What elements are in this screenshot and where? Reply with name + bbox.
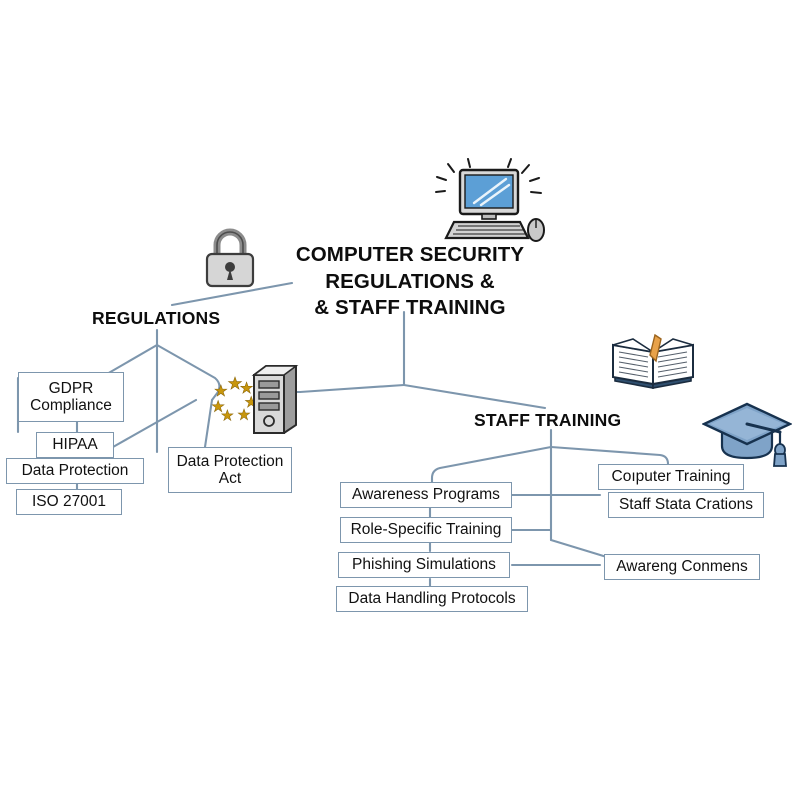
node-phishing-simulations-label: Phishing Simulations [352,556,496,574]
server-tower-icon [251,365,299,434]
node-data-protection-label: Data Protection [21,462,129,480]
node-awareng-conmens[interactable]: Awareng Conmens [604,554,760,580]
graduation-cap-icon [702,402,792,467]
node-dpa-line-2: Act [218,470,242,487]
open-book-icon [612,333,694,389]
node-data-protection-act[interactable]: Data Protection Act [168,447,292,493]
title-line-2: REGULATIONS & [325,269,495,293]
node-hipaa-label: HIPAA [52,436,98,454]
node-awareng-conmens-label: Awareng Conmens [616,558,748,576]
node-data-handling-protocols-label: Data Handling Protocols [348,590,516,608]
node-data-protection[interactable]: Data Protection [6,458,144,484]
node-dpa-line-1: Data Protection [176,452,284,470]
node-computer-training-label: Coıputer Training [611,468,731,486]
node-computer-training[interactable]: Coıputer Training [598,464,744,490]
wire-stem-to-staff [402,383,547,410]
node-hipaa[interactable]: HIPAA [36,432,114,458]
node-gdpr-compliance[interactable]: GDPR Compliance [18,372,124,422]
node-data-handling-protocols[interactable]: Data Handling Protocols [336,586,528,612]
branch-heading-staff-training: STAFF TRAINING [474,410,622,430]
node-iso-27001-label: ISO 27001 [31,493,107,511]
node-phishing-simulations[interactable]: Phishing Simulations [338,552,510,578]
node-gdpr-line-1: GDPR [48,379,94,397]
title-line-3: & STAFF TRAINING [314,296,506,320]
title-line-1: COMPUTER SECURITY [295,243,525,266]
node-staff-stata-crations[interactable]: Staff Stata Crations [608,492,764,518]
padlock-icon [205,228,255,288]
branch-heading-regulations: REGULATIONS [92,308,221,328]
node-role-specific-training[interactable]: Role-Specific Training [340,517,512,543]
node-role-specific-training-label: Role-Specific Training [350,521,502,539]
wire-stem-to-server [298,383,406,394]
wire-hipaa-to-server [111,398,198,449]
eu-stars-icon [211,376,258,422]
wire-staff-fan-left [430,445,553,488]
page-title: COMPUTER SECURITY REGULATIONS & & STAFF … [288,242,532,322]
node-awareness-programs[interactable]: Awareness Programs [340,482,512,508]
computer-monitor-icon [435,158,545,242]
node-iso-27001[interactable]: ISO 27001 [16,489,122,515]
node-gdpr-line-2: Compliance [30,397,112,414]
node-awareness-programs-label: Awareness Programs [352,486,500,504]
node-staff-stata-crations-label: Staff Stata Crations [618,496,754,514]
